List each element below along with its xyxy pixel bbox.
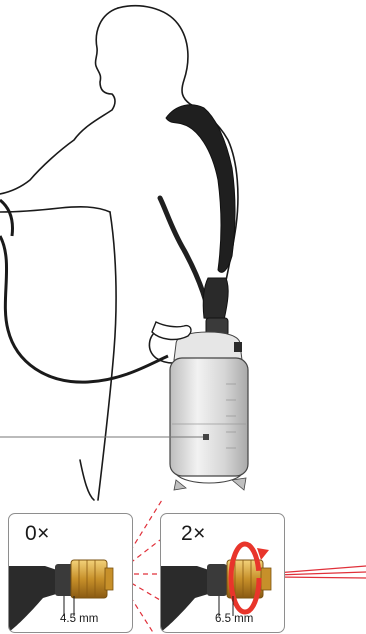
tank: [170, 332, 248, 490]
measurement-label: 4.5 mm: [60, 613, 98, 625]
nozzle-panel-0x: 0× 4.5 mm: [8, 513, 133, 633]
pump-handle: [203, 278, 228, 336]
leader-marker: [203, 434, 209, 440]
backpack-strap: [166, 105, 235, 273]
nozzle-panel-2x: 2× 6.5 mm: [160, 513, 285, 633]
hose: [0, 236, 168, 382]
hand: [152, 322, 191, 339]
measurement-label: 6.5 mm: [215, 613, 253, 625]
hose-upper: [0, 200, 13, 236]
spray-jet: [276, 566, 366, 578]
